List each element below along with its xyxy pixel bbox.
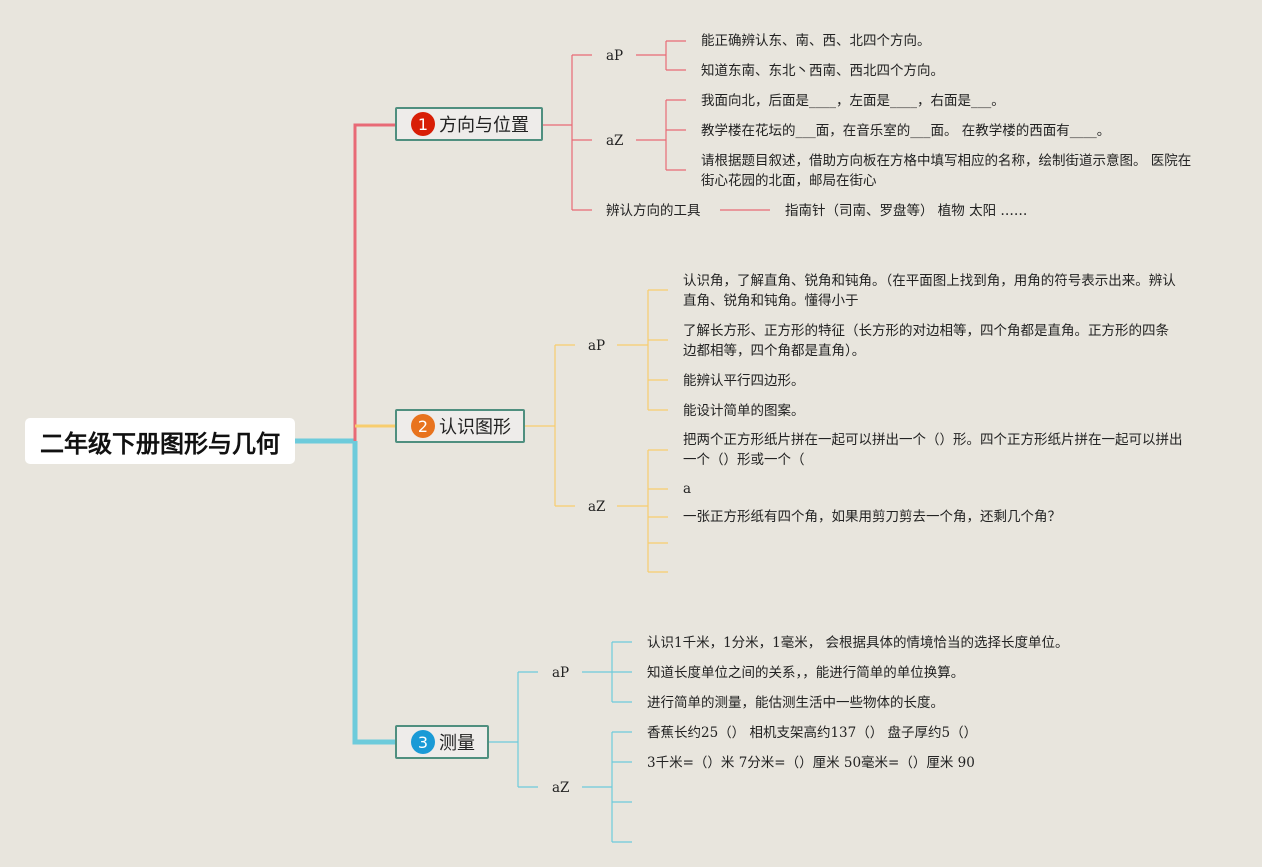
subtopic-label[interactable]: aZ (606, 133, 624, 149)
branch3-connectors (488, 641, 632, 843)
branch-title: 认识图形 (439, 417, 511, 438)
number-badge-icon: 3 (411, 730, 435, 754)
leaf-topic[interactable]: 请根据题目叙述，借助方向板在方格中填写相应的名称，绘制街道示意图。 医院在街心花… (701, 153, 1192, 189)
subtopic-label[interactable]: 辨认方向的工具 (606, 203, 701, 219)
branch1-connectors (542, 40, 770, 211)
branch-title: 测量 (439, 733, 475, 754)
subtopic-label[interactable]: aZ (552, 780, 570, 796)
trunk-red (353, 123, 395, 441)
number-badge-icon: 2 (411, 414, 435, 438)
leaf-topic[interactable]: 进行简单的测量，能估测生活中一些物体的长度。 (647, 695, 944, 711)
leaf-topic[interactable]: 一张正方形纸有四个角，如果用剪刀剪去一个角，还剩几个角？ (683, 509, 1061, 525)
leaf-topic[interactable]: 我面向北，后面是____，左面是____，右面是___。 (701, 93, 1005, 109)
leaf-topic[interactable]: 香蕉长约25（） 相机支架高约137（） 盘子厚约5（） (647, 725, 978, 741)
branch-title: 方向与位置 (439, 115, 529, 136)
leaf-topic[interactable]: 认识角，了解直角、锐角和钝角。（在平面图上找到角，用角的符号表示出来。辨认直角、… (683, 273, 1176, 309)
branch2-connectors (524, 289, 668, 573)
leaf-topic[interactable]: 能辨认平行四边形。 (683, 373, 805, 389)
leaf-topic[interactable]: 知道东南、东北丶西南、西北四个方向。 (701, 63, 944, 79)
leaf-topic[interactable]: 了解长方形、正方形的特征（长方形的对边相等，四个角都是直角。正方形的四条边都相等… (683, 323, 1169, 359)
leaf-topic[interactable]: 能正确辨认东、南、西、北四个方向。 (701, 33, 931, 49)
leaf-topic[interactable]: 指南针（司南、罗盘等） 植物 太阳 …… (785, 203, 1028, 219)
number-badge-icon: 1 (411, 112, 435, 136)
root-title: 二年级下册图形与几何 (40, 429, 280, 458)
leaf-topic[interactable]: 知道长度单位之间的关系，，能进行简单的单位换算。 (647, 665, 965, 681)
leaf-topic[interactable]: 把两个正方形纸片拼在一起可以拼出一个（）形。四个正方形纸片拼在一起可以拼出一个（… (683, 432, 1183, 468)
leaf-topic[interactable]: 教学楼在花坛的___面，在音乐室的___面。 在教学楼的西面有____。 (701, 123, 1111, 139)
subtopic-label[interactable]: aP (552, 665, 570, 681)
subtopic-label[interactable]: aZ (588, 499, 606, 515)
leaf-topic[interactable]: 能设计简单的图案。 (683, 403, 805, 419)
leaf-topic[interactable]: 3千米=（）米 7分米=（）厘米 50毫米=（）厘米 90 (647, 755, 975, 771)
branch-recognize-shapes[interactable]: 2 认识图形 (395, 409, 525, 443)
leaf-topic[interactable]: 认识1千米，1分米，1毫米， 会根据具体的情境恰当的选择长度单位。 (647, 635, 1069, 651)
branch-direction-position[interactable]: 1 方向与位置 (395, 107, 543, 141)
root-topic[interactable]: 二年级下册图形与几何 (25, 418, 295, 464)
trunk-blue (352, 441, 395, 745)
branch-measurement[interactable]: 3 测量 (395, 725, 489, 759)
subtopic-label[interactable]: aP (606, 48, 624, 64)
subtopic-label[interactable]: aP (588, 338, 606, 354)
leaf-topic[interactable]: a (683, 481, 692, 497)
